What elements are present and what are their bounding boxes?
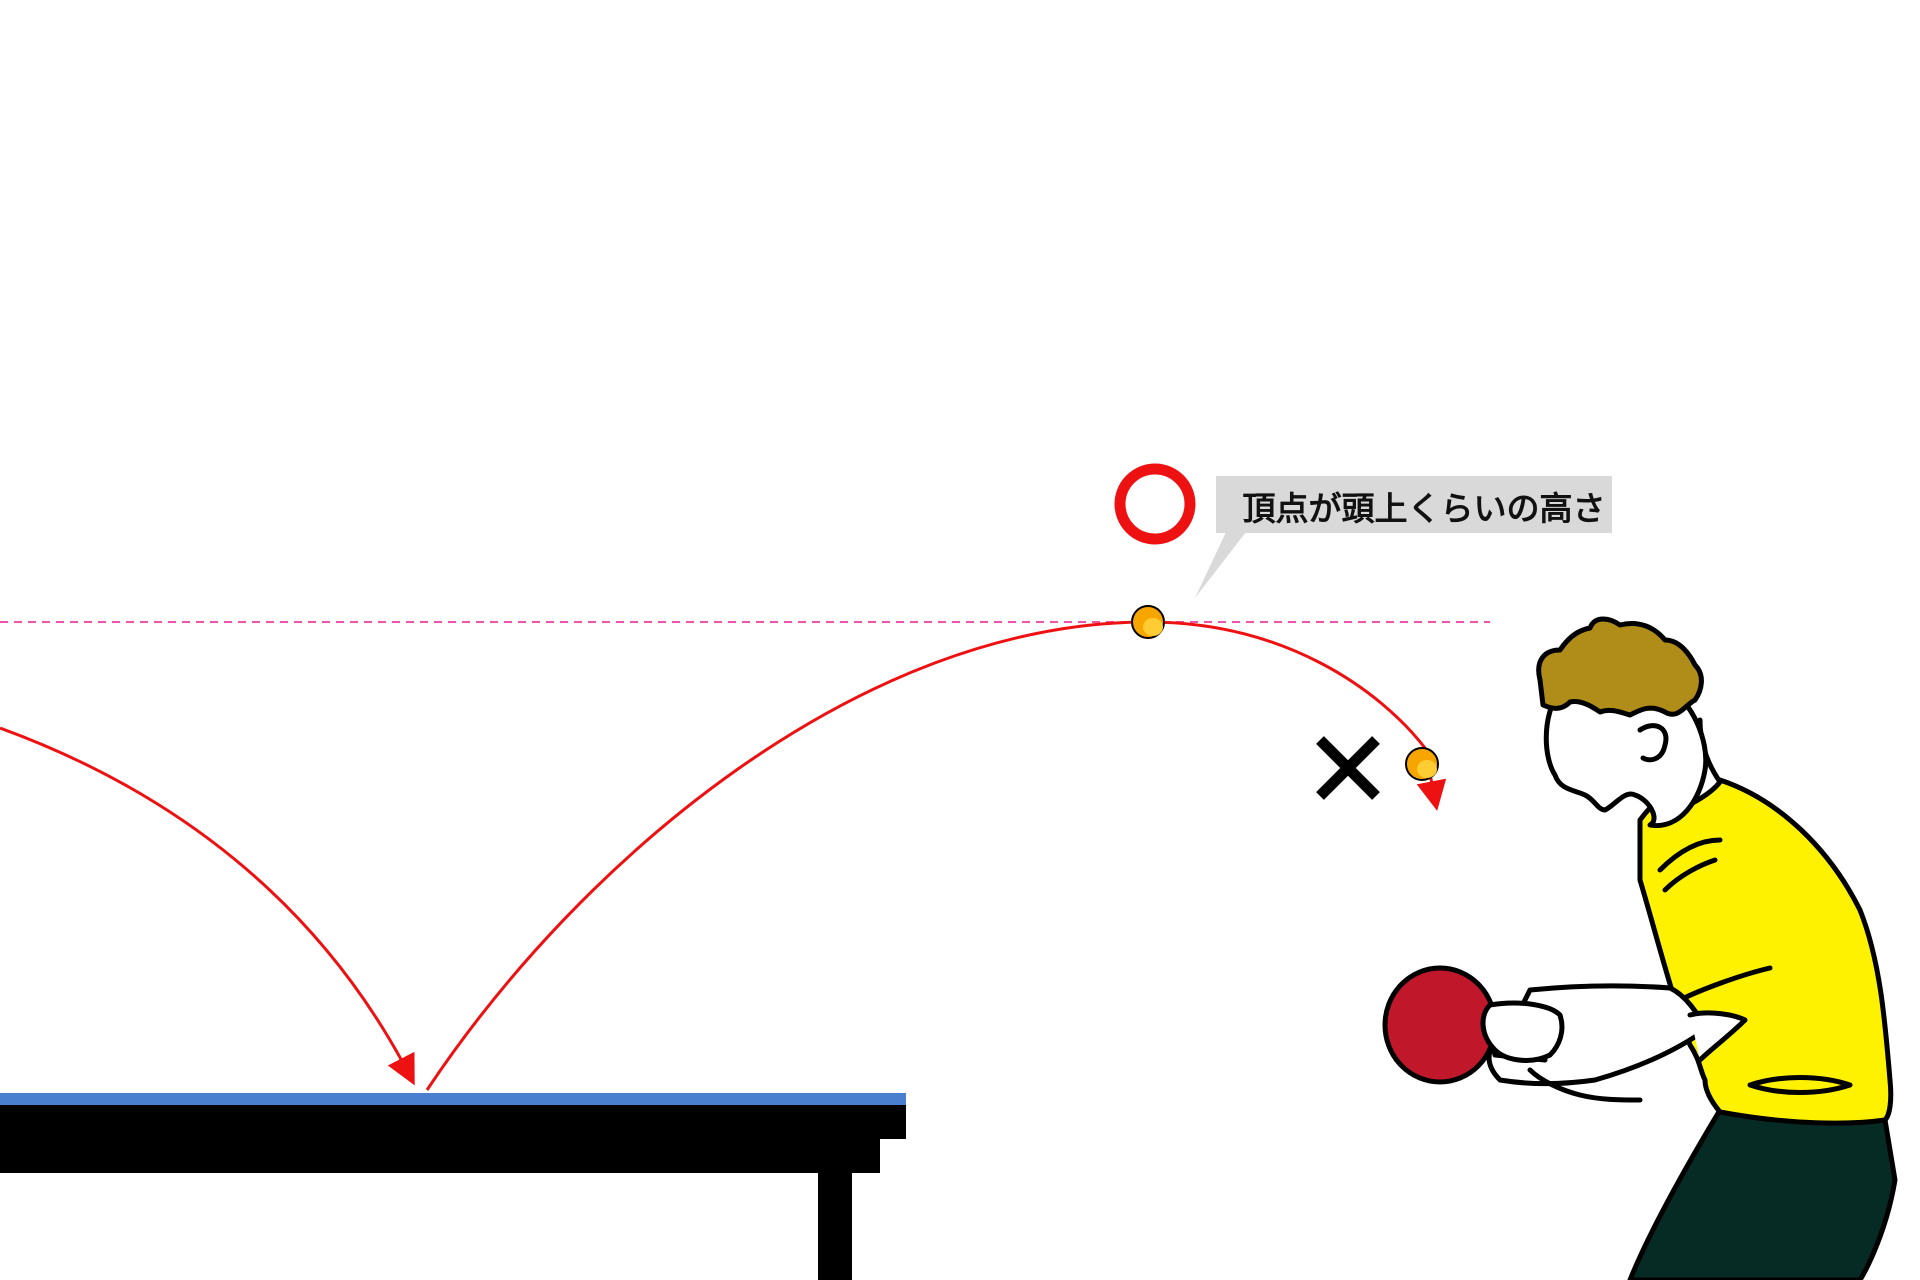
player-shirt [1637,775,1894,1126]
bounce-trajectory [425,620,1427,1091]
player-paddle [1382,965,1498,1085]
callout-bubble [1195,476,1612,598]
bad-cross-mark [1316,736,1380,800]
late-ball [1405,747,1439,781]
player-shorts [1627,1107,1898,1280]
player-illustration [1382,616,1898,1280]
callout-text: 頂点が頭上くらいの高さ [1242,489,1606,528]
player-hair [1536,616,1704,718]
apex-ball [1131,605,1165,639]
ping-pong-table [0,1093,906,1280]
incoming-trajectory [0,726,415,1086]
player-hand [1480,1000,1565,1063]
good-circle-mark [1114,463,1196,545]
